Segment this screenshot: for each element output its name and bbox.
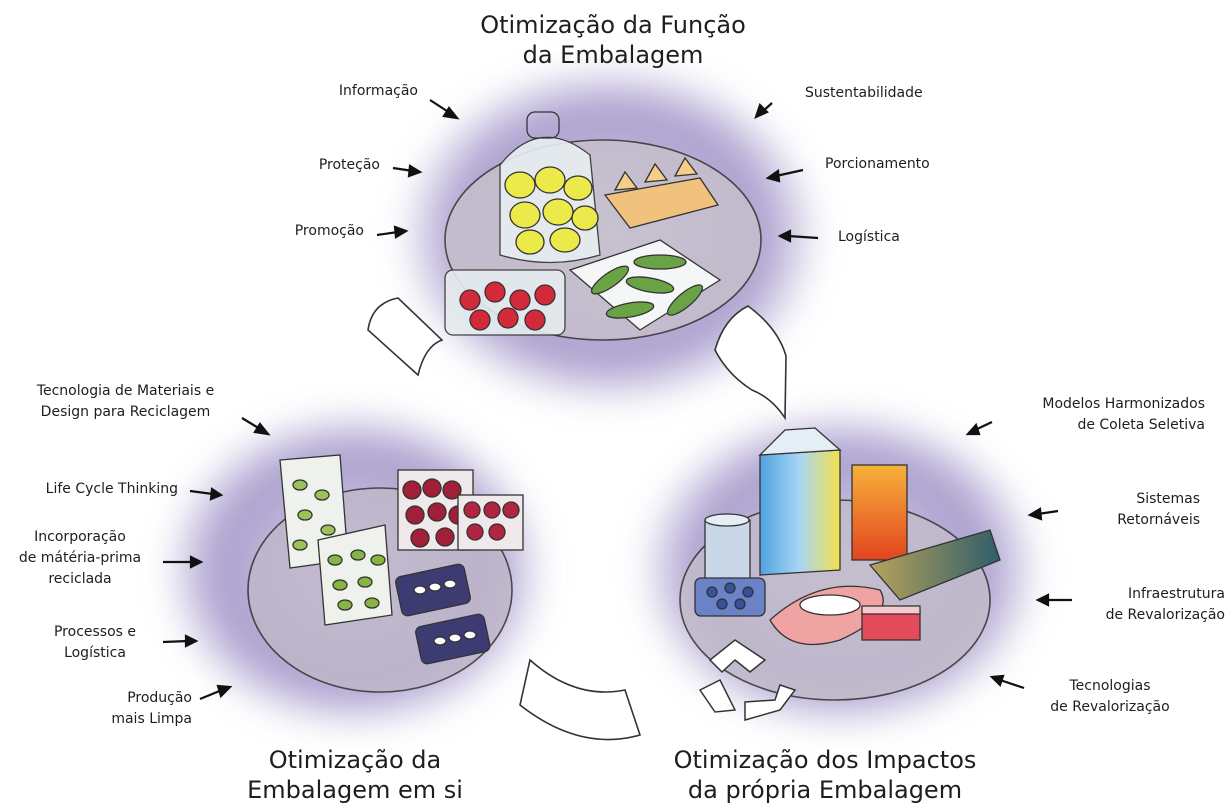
label-sistemas-line-1: Sistemas bbox=[1136, 491, 1200, 507]
label-protecao-text: Proteção bbox=[318, 157, 380, 173]
label-tecnologias-revalorizacao: Tecnologias de Revalorização bbox=[1030, 676, 1190, 718]
label-informacao: Informação bbox=[300, 81, 418, 102]
cycle-arrows bbox=[367, 297, 787, 741]
label-infraestrutura: Infraestrutura de Revalorização bbox=[1060, 584, 1225, 626]
label-processos-line-2: Logística bbox=[64, 645, 126, 661]
label-promocao: Promoção bbox=[250, 221, 364, 242]
label-processos-logistica: Processos e Logística bbox=[40, 622, 150, 664]
title-left-line-2: Embalagem em si bbox=[247, 776, 463, 804]
label-sistemas-retornaveis: Sistemas Retornáveis bbox=[1060, 489, 1200, 531]
label-tecnologias-line-2: de Revalorização bbox=[1050, 699, 1170, 715]
title-top-line-2: da Embalagem bbox=[522, 41, 704, 69]
label-incorporacao: Incorporação de mátéria-prima reciclada bbox=[5, 527, 155, 590]
title-top-line-1: Otimização da Função bbox=[480, 11, 746, 39]
right-products bbox=[694, 427, 1001, 721]
title-left-line-1: Otimização da bbox=[268, 746, 442, 774]
arrows bbox=[162, 99, 1072, 701]
label-tecnologia-materiais-line-1: Tecnologia de Materiais e bbox=[36, 383, 215, 399]
label-protecao: Proteção bbox=[270, 155, 380, 176]
label-producao-line-1: Produção bbox=[127, 690, 192, 706]
title-right-line-2: da própria Embalagem bbox=[687, 776, 963, 804]
top-products bbox=[444, 111, 722, 336]
label-tecnologia-materiais-line-2: Design para Reciclagem bbox=[40, 404, 211, 420]
label-incorporacao-line-1: Incorporação bbox=[34, 529, 126, 545]
label-tecnologias-line-1: Tecnologias bbox=[1069, 678, 1151, 694]
label-infraestrutura-line-1: Infraestrutura bbox=[1128, 586, 1225, 602]
label-processos-line-1: Processos e bbox=[53, 624, 137, 640]
label-sustentabilidade: Sustentabilidade bbox=[805, 83, 965, 104]
label-porcionamento-text: Porcionamento bbox=[825, 156, 930, 172]
label-life-cycle-thinking-text: Life Cycle Thinking bbox=[45, 481, 178, 497]
label-infraestrutura-line-2: de Revalorização bbox=[1105, 607, 1225, 623]
label-sistemas-line-2: Retornáveis bbox=[1117, 512, 1200, 528]
label-promocao-text: Promoção bbox=[294, 223, 364, 239]
title-right: Otimização dos Impactos da própria Embal… bbox=[665, 745, 985, 805]
title-top: Otimização da Função da Embalagem bbox=[463, 10, 763, 70]
label-porcionamento: Porcionamento bbox=[825, 154, 965, 175]
label-incorporacao-line-3: reciclada bbox=[48, 571, 112, 587]
label-sustentabilidade-text: Sustentabilidade bbox=[805, 85, 923, 101]
label-incorporacao-line-2: de mátéria-prima bbox=[18, 550, 142, 566]
label-logistica-text: Logística bbox=[838, 229, 900, 245]
label-informacao-text: Informação bbox=[338, 83, 418, 99]
label-modelos-line-1: Modelos Harmonizados bbox=[1042, 396, 1205, 412]
label-modelos-harmonizados: Modelos Harmonizados de Coleta Seletiva bbox=[1002, 394, 1205, 436]
label-tecnologia-materiais: Tecnologia de Materiais e Design para Re… bbox=[18, 381, 233, 423]
label-producao-limpa: Produção mais Limpa bbox=[80, 688, 192, 730]
label-life-cycle-thinking: Life Cycle Thinking bbox=[10, 479, 178, 500]
title-right-line-1: Otimização dos Impactos bbox=[673, 746, 977, 774]
title-left: Otimização da Embalagem em si bbox=[235, 745, 475, 805]
label-producao-line-2: mais Limpa bbox=[111, 711, 192, 727]
label-modelos-line-2: de Coleta Seletiva bbox=[1077, 417, 1205, 433]
left-products bbox=[279, 454, 524, 665]
label-logistica: Logística bbox=[838, 227, 948, 248]
